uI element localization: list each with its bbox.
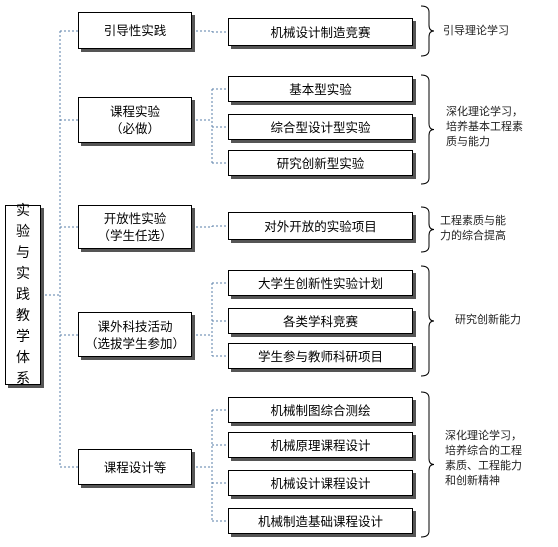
- root-char: 验: [16, 223, 30, 240]
- item-box: 对外开放的实验项目: [228, 212, 413, 240]
- item-box: 学生参与教师科研项目: [228, 343, 413, 369]
- item-box: 基本型实验: [228, 76, 413, 102]
- note-text: 深化理论学习， 培养基本工程素 质与能力: [446, 105, 523, 148]
- root-char: 践: [16, 286, 30, 303]
- brace: [420, 206, 435, 253]
- category-label: （学生任选）: [97, 228, 173, 243]
- connector-lines: [41, 30, 228, 522]
- category-label: 课外科技活动: [97, 318, 173, 334]
- note-text: 引导理论学习: [443, 24, 509, 37]
- root-box-practice-system: 实 验 与 实 践 教 学 体 系: [5, 203, 41, 387]
- root-char: 教: [16, 307, 30, 324]
- category-box-course-design: 课程设计等: [78, 449, 192, 485]
- category-label: 引导性实践: [103, 23, 167, 38]
- note-text: 深化理论学习， 培养综合的工程 素质、工程能力 和创新精神: [445, 429, 522, 487]
- category-label: 课程设计等: [103, 459, 167, 475]
- item-box: 机械设计课程设计: [228, 470, 413, 496]
- brace: [420, 391, 435, 538]
- item-box: 机械设计制造竞赛: [228, 18, 413, 46]
- brace-group: [420, 5, 435, 538]
- root-char: 与: [16, 244, 30, 261]
- root-char: 实: [16, 202, 30, 219]
- brace: [420, 74, 435, 185]
- item-box: 研究创新型实验: [228, 150, 413, 176]
- category-label: 课程实验: [109, 104, 160, 119]
- category-label: 开放性实验: [103, 211, 167, 226]
- category-label: （选拔学生参加）: [84, 335, 185, 351]
- root-char: 体: [16, 349, 30, 366]
- note-text: 研究创新能力: [455, 313, 521, 326]
- item-box: 机械原理课程设计: [228, 432, 413, 458]
- item-box: 机械制图综合测绘: [228, 397, 413, 423]
- root-char: 系: [16, 370, 30, 387]
- item-box: 机械制造基础课程设计: [228, 508, 413, 534]
- root-char: 实: [16, 265, 30, 282]
- brace: [420, 265, 435, 377]
- category-label: （必做）: [109, 121, 160, 136]
- category-box-guided-practice: 引导性实践: [78, 12, 192, 49]
- brace: [420, 5, 435, 57]
- root-char: 学: [16, 328, 30, 345]
- item-box: 各类学科竞赛: [228, 308, 413, 334]
- category-box-extracurricular: 课外科技活动 （选拔学生参加）: [78, 312, 192, 357]
- category-box-course-experiment: 课程实验 （必做）: [78, 97, 192, 143]
- item-box: 综合型设计型实验: [228, 114, 413, 140]
- category-box-open-experiment: 开放性实验 （学生任选）: [78, 205, 192, 249]
- note-text: 工程素质与能 力的综合提高: [440, 214, 506, 242]
- item-box: 大学生创新性实验计划: [228, 270, 413, 296]
